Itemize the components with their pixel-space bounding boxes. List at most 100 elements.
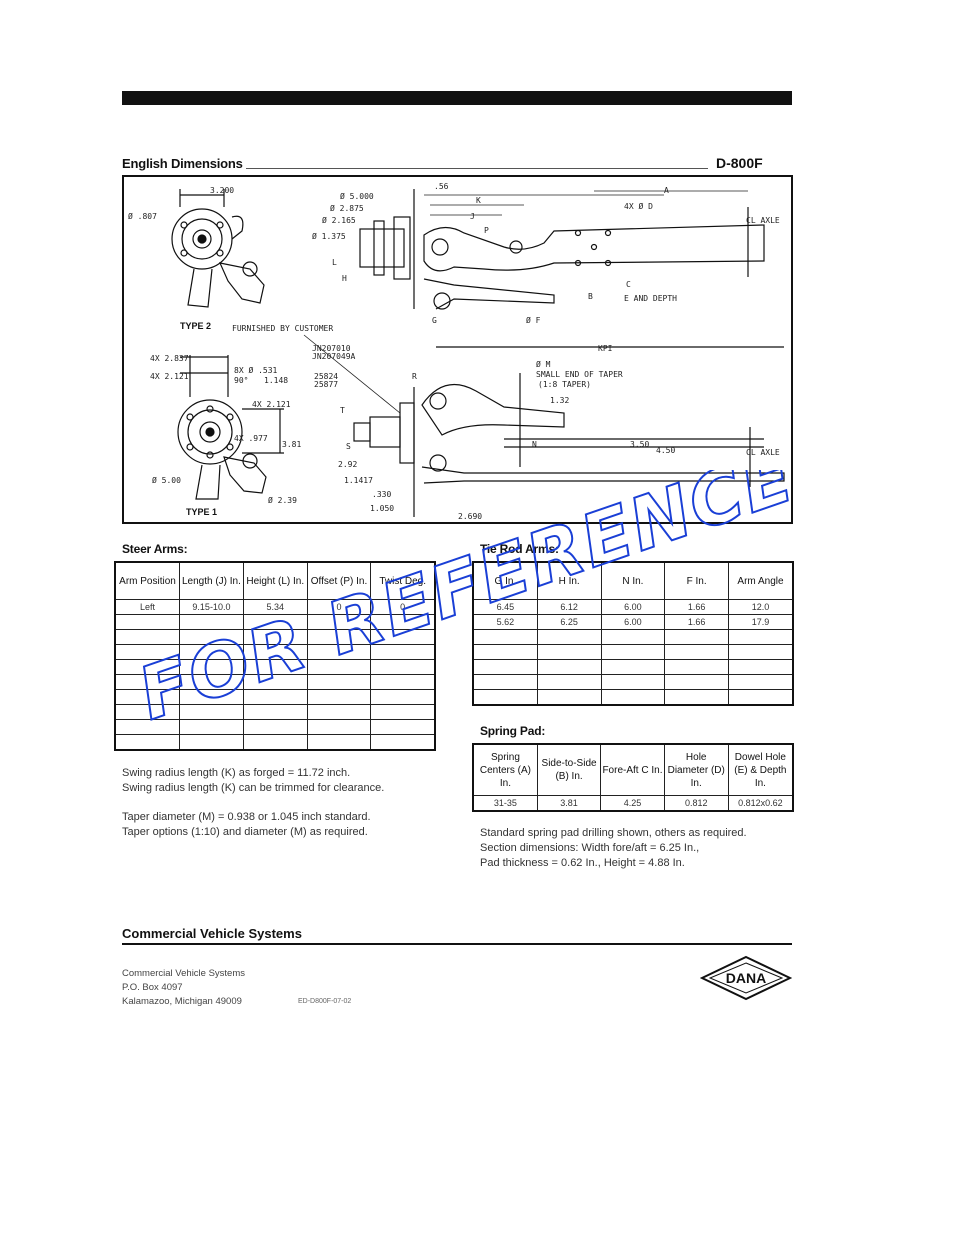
callout-450: 4.50: [656, 446, 675, 455]
table-row: [114, 614, 436, 630]
table-header: Twist Deg.: [370, 561, 436, 600]
table-row: [472, 629, 794, 645]
table-cell: 0.812: [663, 795, 729, 812]
callout-056: .56: [434, 182, 449, 191]
table-cell: 5.34: [242, 599, 308, 615]
type1-label: TYPE 1: [186, 507, 217, 517]
callout-s: S: [346, 442, 351, 451]
callout-2690: 2.690: [458, 512, 482, 521]
table-cell: 9.15-10.0: [179, 599, 244, 615]
table-header: Dowel Hole (E) & Depth In.: [727, 743, 794, 796]
callout-a: A: [664, 186, 669, 195]
table-cell: 6.12: [536, 599, 602, 615]
table-header-row: Arm Position Length (J) In. Height (L) I…: [114, 561, 436, 600]
table-header: Height (L) In.: [242, 561, 308, 600]
table-header-row: G In. H In. N In. F In. Arm Angle: [472, 561, 794, 600]
table-header: Length (J) In.: [179, 561, 244, 600]
callout-t: T: [340, 406, 345, 415]
type2-hub: [171, 189, 265, 308]
callout-132: 1.32: [550, 396, 569, 405]
callout-4x2121b: 4X 2.121: [252, 400, 291, 409]
table-header: Spring Centers (A) In.: [472, 743, 538, 796]
table-row: [472, 644, 794, 660]
table-header: Side-to-Side (B) In.: [536, 743, 602, 796]
table-header: Offset (P) In.: [306, 561, 372, 600]
spring-pad-title: Spring Pad:: [480, 724, 546, 738]
callout-small-end: SMALL END OF TAPER: [536, 370, 623, 379]
callout-h: H: [342, 274, 347, 283]
callout-4x977: 4X .977: [234, 434, 268, 443]
table-row: [114, 659, 436, 675]
table-row: [472, 659, 794, 675]
callout-dm: Ø M: [536, 359, 551, 369]
furnished-note: FURNISHED BY CUSTOMER: [232, 324, 333, 333]
table-header: H In.: [536, 561, 602, 600]
callout-cl-axle-top: CL AXLE: [746, 216, 780, 225]
table-row: [472, 689, 794, 706]
steer-arms-notes: Swing radius length (K) as forged = 11.7…: [122, 766, 384, 840]
footer-address: Commercial Vehicle Systems P.O. Box 4097…: [122, 967, 245, 1009]
engineering-drawing: 3.200 Ø .807 TYPE 2 4X 2.837 4X 2.121 8X…: [122, 175, 793, 524]
table-cell: 31-35: [472, 795, 538, 812]
table-cell: 6.00: [600, 599, 666, 615]
table-cell: 1.66: [664, 599, 729, 615]
axle-elevation-view: [353, 346, 785, 517]
callout-p: P: [484, 226, 489, 235]
section-title: English Dimensions: [122, 156, 243, 171]
tie-rod-arms-title: Tie Rod Arms:: [480, 542, 559, 556]
callout-taper: (1:8 TAPER): [538, 380, 591, 389]
table-cell: 4.25: [600, 795, 665, 812]
table-cell: 0: [306, 599, 372, 615]
note-line: Taper options (1:10) and diameter (M) as…: [122, 826, 368, 838]
table-header: G In.: [472, 561, 538, 600]
callout-df: Ø F: [526, 315, 541, 325]
part-number-4: 25877: [314, 380, 338, 389]
model-number: D-800F: [716, 155, 763, 171]
callout-90deg: 90°: [234, 376, 248, 385]
callout-1148: 1.148: [264, 376, 288, 385]
callout-4xd: 4X Ø D: [624, 201, 653, 211]
callout-j: J: [470, 212, 475, 221]
part-number-3: 25824: [314, 372, 338, 381]
table-cell: 6.45: [472, 599, 538, 615]
table-row: [114, 689, 436, 705]
type2-label: TYPE 2: [180, 321, 211, 331]
table-row: [114, 704, 436, 720]
table-cell: 3.81: [536, 795, 602, 812]
callout-k: K: [476, 196, 481, 205]
address-line: Commercial Vehicle Systems: [122, 968, 246, 979]
note-line: Taper diameter (M) = 0.938 or 1.045 inch…: [122, 811, 371, 823]
table-row: [114, 719, 436, 735]
table-cell: 0.812x0.62: [727, 795, 794, 812]
table-row: [114, 734, 436, 751]
footer-title: Commercial Vehicle Systems: [122, 926, 302, 941]
callout-r: R: [412, 372, 417, 381]
type1-hub: [177, 355, 284, 500]
address-line: P.O. Box 4097: [122, 982, 183, 993]
callout-3200: 3.200: [210, 186, 234, 195]
callout-11417: 1.1417: [344, 476, 373, 485]
callout-8x531: 8X Ø .531: [234, 365, 278, 375]
callout-4x2121a: 4X 2.121: [150, 372, 189, 381]
header-bar: [122, 91, 792, 105]
table-cell: 1.66: [664, 614, 729, 630]
table-row: [114, 644, 436, 660]
note-line: Standard spring pad drilling shown, othe…: [480, 827, 747, 839]
footer-rule: [122, 943, 792, 945]
note-line: Pad thickness = 0.62 In., Height = 4.88 …: [480, 857, 685, 869]
callout-g: G: [432, 316, 437, 325]
table-header-row: Spring Centers (A) In. Side-to-Side (B) …: [472, 743, 794, 796]
part-number-2: JN207049A: [312, 352, 356, 361]
callout-381: 3.81: [282, 440, 301, 449]
note-line: Swing radius length (K) can be trimmed f…: [122, 782, 385, 794]
callout-4x2837: 4X 2.837: [150, 354, 189, 363]
callout-b: B: [588, 292, 593, 301]
table-cell: 17.9: [728, 614, 794, 630]
callout-l: L: [332, 258, 337, 267]
dana-logo: DANA: [699, 955, 793, 1001]
